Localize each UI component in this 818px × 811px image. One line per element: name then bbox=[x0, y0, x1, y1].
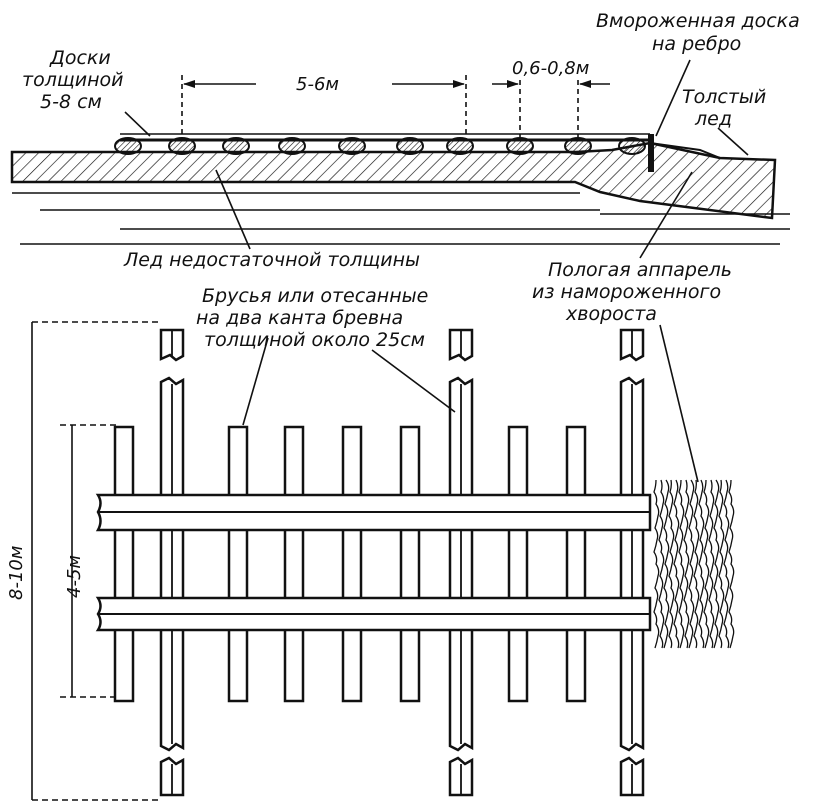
beams-label-2: на два канта бревна bbox=[196, 307, 403, 329]
leader-lines bbox=[124, 59, 749, 259]
boards-thickness-label-2: толщиной bbox=[22, 69, 123, 91]
long-cross-ties bbox=[159, 328, 645, 797]
short-cross-ties bbox=[113, 425, 587, 703]
log-section bbox=[222, 137, 250, 155]
log-section bbox=[446, 137, 474, 155]
beams-label-1: Брусья или отесанные bbox=[202, 285, 428, 307]
log-section bbox=[618, 137, 646, 155]
log-section bbox=[278, 137, 306, 155]
plan-leader-lines bbox=[242, 324, 699, 483]
log-section bbox=[506, 137, 534, 155]
longitudinal-boards bbox=[95, 493, 652, 632]
long-tie bbox=[448, 328, 474, 797]
short-tie bbox=[113, 425, 135, 703]
deck-width-dimension bbox=[60, 424, 120, 698]
log-section bbox=[396, 137, 424, 155]
thick-ice-label-2: лед bbox=[694, 108, 732, 130]
dimension-lines bbox=[181, 75, 610, 140]
ice-layer bbox=[10, 141, 777, 220]
log-spacing-label: 0,6-0,8м bbox=[512, 58, 589, 79]
ramp-label-2: из намороженного bbox=[532, 281, 721, 303]
log-section bbox=[564, 137, 592, 155]
long-tie bbox=[159, 328, 185, 797]
labels: Доски толщиной 5-8 см 5-6м 0,6-0,8м Вмор… bbox=[6, 10, 800, 600]
overall-width-dimension bbox=[31, 321, 158, 801]
cross-section-view bbox=[10, 59, 790, 259]
ramp-label-1: Пологая аппарель bbox=[548, 259, 732, 281]
long-tie bbox=[619, 328, 645, 797]
boards-thickness-label-1: Доски bbox=[49, 47, 111, 69]
frozen-board-label-2: на ребро bbox=[652, 33, 741, 55]
thin-ice-label: Лед недостаточной толщины bbox=[123, 249, 420, 271]
overall-width-label: 8-10м bbox=[6, 546, 27, 600]
log-section bbox=[168, 137, 196, 155]
brushwood-ramp bbox=[652, 478, 735, 649]
short-tie bbox=[565, 425, 587, 703]
short-tie bbox=[227, 425, 249, 703]
frozen-board-label-1: Вмороженная доска bbox=[596, 10, 800, 32]
plan-view bbox=[31, 321, 735, 801]
log-section bbox=[114, 137, 142, 155]
board-spacing-label: 5-6м bbox=[296, 74, 339, 95]
ramp-mound bbox=[649, 142, 721, 159]
short-tie bbox=[507, 425, 529, 703]
short-tie bbox=[399, 425, 421, 703]
deck-width-label: 4-5м bbox=[64, 555, 85, 598]
short-tie bbox=[283, 425, 305, 703]
frozen-board-on-edge bbox=[648, 134, 654, 172]
beams-label-3: толщиной около 25см bbox=[204, 329, 425, 351]
ramp-label-3: хвороста bbox=[565, 303, 657, 325]
boards-thickness-label-3: 5-8 см bbox=[40, 91, 102, 113]
short-tie bbox=[341, 425, 363, 703]
thick-ice-label-1: Толстый bbox=[682, 86, 766, 108]
log-cross-sections bbox=[114, 137, 646, 155]
water-lines bbox=[12, 192, 790, 245]
log-section bbox=[338, 137, 366, 155]
